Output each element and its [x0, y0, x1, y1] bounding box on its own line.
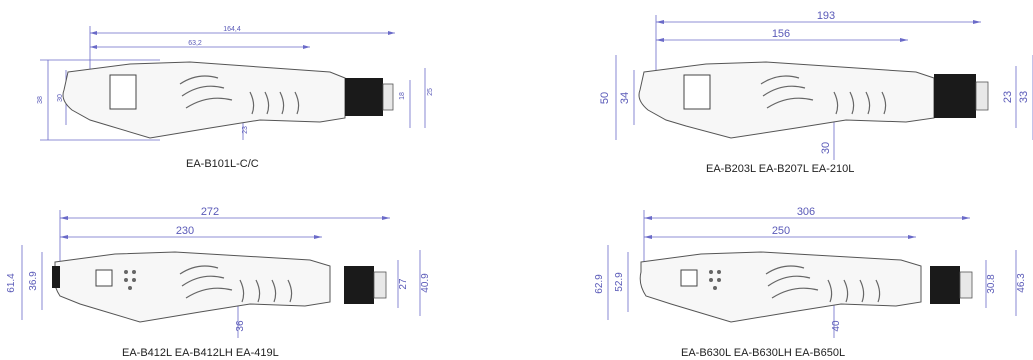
dim-body-length: 156 — [772, 28, 790, 40]
dim-handle: 40 — [831, 320, 842, 332]
drawing-ea-b101l: 164,4 63,2 38 30 23 18 25 — [37, 26, 434, 141]
dim-height-left: 50 — [599, 92, 611, 104]
motor-cap — [934, 74, 976, 118]
display-window — [95, 269, 113, 287]
motor-cap — [930, 266, 960, 304]
motor-cap — [345, 78, 383, 116]
drawing-panel-1: 164,4 63,2 38 30 23 18 25 EA-B101L-C/C — [0, 0, 516, 180]
dim-right-outer: 33 — [1018, 91, 1030, 103]
dim-overall-length: 306 — [797, 206, 815, 218]
dim-right-outer: 40.9 — [420, 273, 431, 293]
dim-right-outer: 25 — [427, 88, 434, 96]
drawing-ea-b630l: 306 250 62.9 52.9 40 30.8 46.3 — [594, 206, 1027, 338]
dim-overall-length: 193 — [817, 10, 835, 22]
dim-height-inner: 30 — [57, 94, 64, 102]
display-window — [109, 74, 137, 110]
display-window — [680, 269, 698, 287]
dim-overall-length: 164,4 — [223, 26, 241, 33]
drawing-ea-b412l: 272 230 61.4 36.9 36 27 40.9 — [6, 206, 431, 338]
drawing-ea-b203l: 193 156 50 34 30 23 33 — [599, 10, 1033, 160]
dim-body-length: 63,2 — [188, 40, 202, 47]
dim-height-left: 62.9 — [594, 274, 605, 294]
dim-height-left: 38 — [37, 96, 44, 104]
dim-body-length: 230 — [176, 225, 194, 237]
dim-body-length: 250 — [772, 225, 790, 237]
dim-overall-length: 272 — [201, 206, 219, 218]
dim-handle: 23 — [242, 126, 249, 134]
dim-height-inner: 36.9 — [28, 271, 39, 291]
dim-right-outer: 46.3 — [1016, 273, 1027, 293]
caption-ea-b412l: EA-B412L EA-B412LH EA-419L — [122, 347, 279, 359]
dim-right-inner: 23 — [1002, 91, 1014, 103]
motor-cap — [344, 266, 374, 304]
display-window — [683, 74, 711, 110]
drawing-panel-4: 306 250 62.9 52.9 40 30.8 46.3 EA-B630L … — [516, 180, 1033, 360]
caption-ea-b203l: EA-B203L EA-B207L EA-210L — [706, 163, 855, 175]
dim-handle: 30 — [820, 142, 832, 154]
dim-handle: 36 — [235, 320, 246, 332]
dim-height-left: 61.4 — [6, 273, 17, 293]
drawing-panel-2: 193 156 50 34 30 23 33 EA-B203L EA-B207L… — [516, 0, 1033, 180]
dim-height-inner: 34 — [619, 92, 631, 104]
dim-right-inner: 30.8 — [986, 274, 997, 294]
caption-ea-b101l: EA-B101L-C/C — [186, 158, 259, 170]
caption-ea-b630l: EA-B630L EA-B630LH EA-B650L — [681, 347, 846, 359]
dim-right-inner: 18 — [399, 92, 406, 100]
dim-right-inner: 27 — [398, 278, 409, 290]
dim-height-inner: 52.9 — [614, 272, 625, 292]
drawing-panel-3: 272 230 61.4 36.9 36 27 40.9 EA-B412L EA… — [0, 180, 516, 360]
